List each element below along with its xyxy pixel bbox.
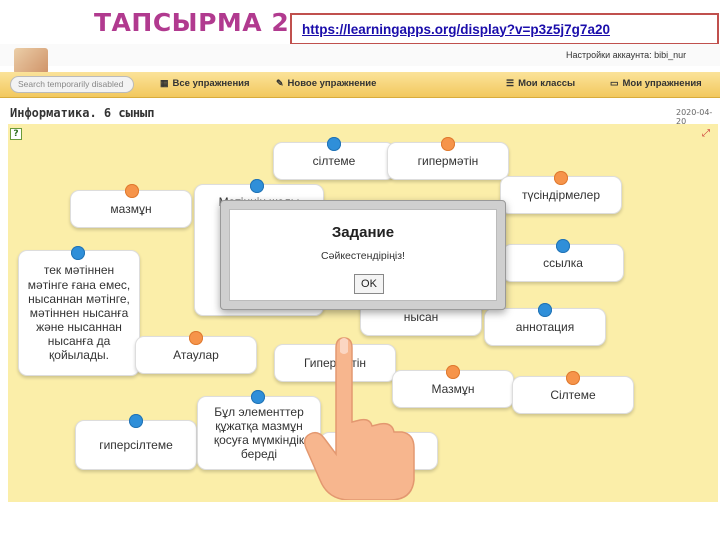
card-text: сілтеме [312,153,356,168]
nav-my-exercises-label: Мои упражнения [622,78,702,89]
url-link[interactable]: https://learningapps.org/display?v=p3z5j… [302,21,610,37]
folder-icon: ▭ [610,78,619,88]
ok-button[interactable]: OK [354,274,384,294]
task-dialog-body: Задание Сәйкестендіріңіз! OK [229,209,497,301]
main-navbar: Search temporarily disabled ▦ Все упражн… [0,72,720,98]
nav-my-exercises[interactable]: ▭ Мои упражнения [610,78,702,89]
card-text: Бұл элементтер құжатқа мазмұн қосуға мүм… [213,404,305,462]
match-card[interactable]: түсіндірмелер [500,176,622,214]
connector-dot-orange[interactable] [566,371,580,385]
card-text: Атаулар [173,347,219,362]
list-icon: ☰ [506,78,515,88]
account-settings-link[interactable]: Настройки аккаунта: bibi_nur [566,50,687,60]
card-text: аннотация [515,319,575,334]
nav-my-classes-label: Мои классы [518,78,576,89]
nav-all-exercises[interactable]: ▦ Все упражнения [160,78,250,89]
nav-all-exercises-label: Все упражнения [172,78,250,89]
pencil-icon: ✎ [276,78,284,88]
match-card[interactable]: Бұл элементтер құжатқа мазмұн қосуға мүм… [197,396,321,470]
fullscreen-icon[interactable]: ⤢ [702,128,710,139]
card-text: түсіндірмелер [521,187,600,202]
task-dialog: Задание Сәйкестендіріңіз! OK [220,200,506,310]
slide-title: ТАПСЫРМА 2 [94,8,290,37]
grid-icon: ▦ [160,78,169,88]
connector-dot-blue[interactable] [327,137,341,151]
url-link-box[interactable]: https://learningapps.org/display?v=p3z5j… [290,13,719,45]
connector-dot-orange[interactable] [441,137,455,151]
connector-dot-orange[interactable] [554,171,568,185]
browser-top-strip [0,44,720,66]
card-text: нысан [403,309,439,324]
connector-dot-blue[interactable] [129,414,143,428]
card-text: тек мәтіннен мәтінге ғана емес, нысаннан… [27,263,131,363]
connector-dot-blue[interactable] [250,179,264,193]
card-text: мазмұн [110,201,152,216]
search-input[interactable]: Search temporarily disabled [10,76,134,93]
card-text: гипермәтін [417,153,479,168]
site-logo[interactable] [14,48,48,74]
connector-dot-orange[interactable] [125,184,139,198]
match-card[interactable]: гиперсілтеме [75,420,197,470]
connector-dot-blue[interactable] [538,303,552,317]
card-text: Сілтеме [550,387,596,402]
connector-dot-blue[interactable] [71,246,85,260]
page-date: 2020-04-20 [676,108,713,126]
nav-new-exercise-label: Новое упражнение [287,78,377,89]
card-text: ссылка [543,255,583,270]
card-text: Мазмұн [431,381,475,396]
help-icon[interactable]: ? [10,128,22,140]
match-card[interactable]: тек мәтіннен мәтінге ғана емес, нысаннан… [18,250,140,376]
connector-dot-orange[interactable] [446,365,460,379]
page-title: Информатика. 6 сынып [10,106,155,120]
nav-my-classes[interactable]: ☰ Мои классы [506,78,575,89]
nav-new-exercise[interactable]: ✎ Новое упражнение [276,78,376,89]
connector-dot-orange[interactable] [189,331,203,345]
pointing-hand-icon [303,337,415,500]
dialog-message: Сәйкестендіріңіз! [321,250,405,262]
connector-dot-blue[interactable] [251,390,265,404]
dialog-title: Задание [331,224,395,241]
card-text: гиперсілтеме [99,437,173,452]
connector-dot-blue[interactable] [556,239,570,253]
